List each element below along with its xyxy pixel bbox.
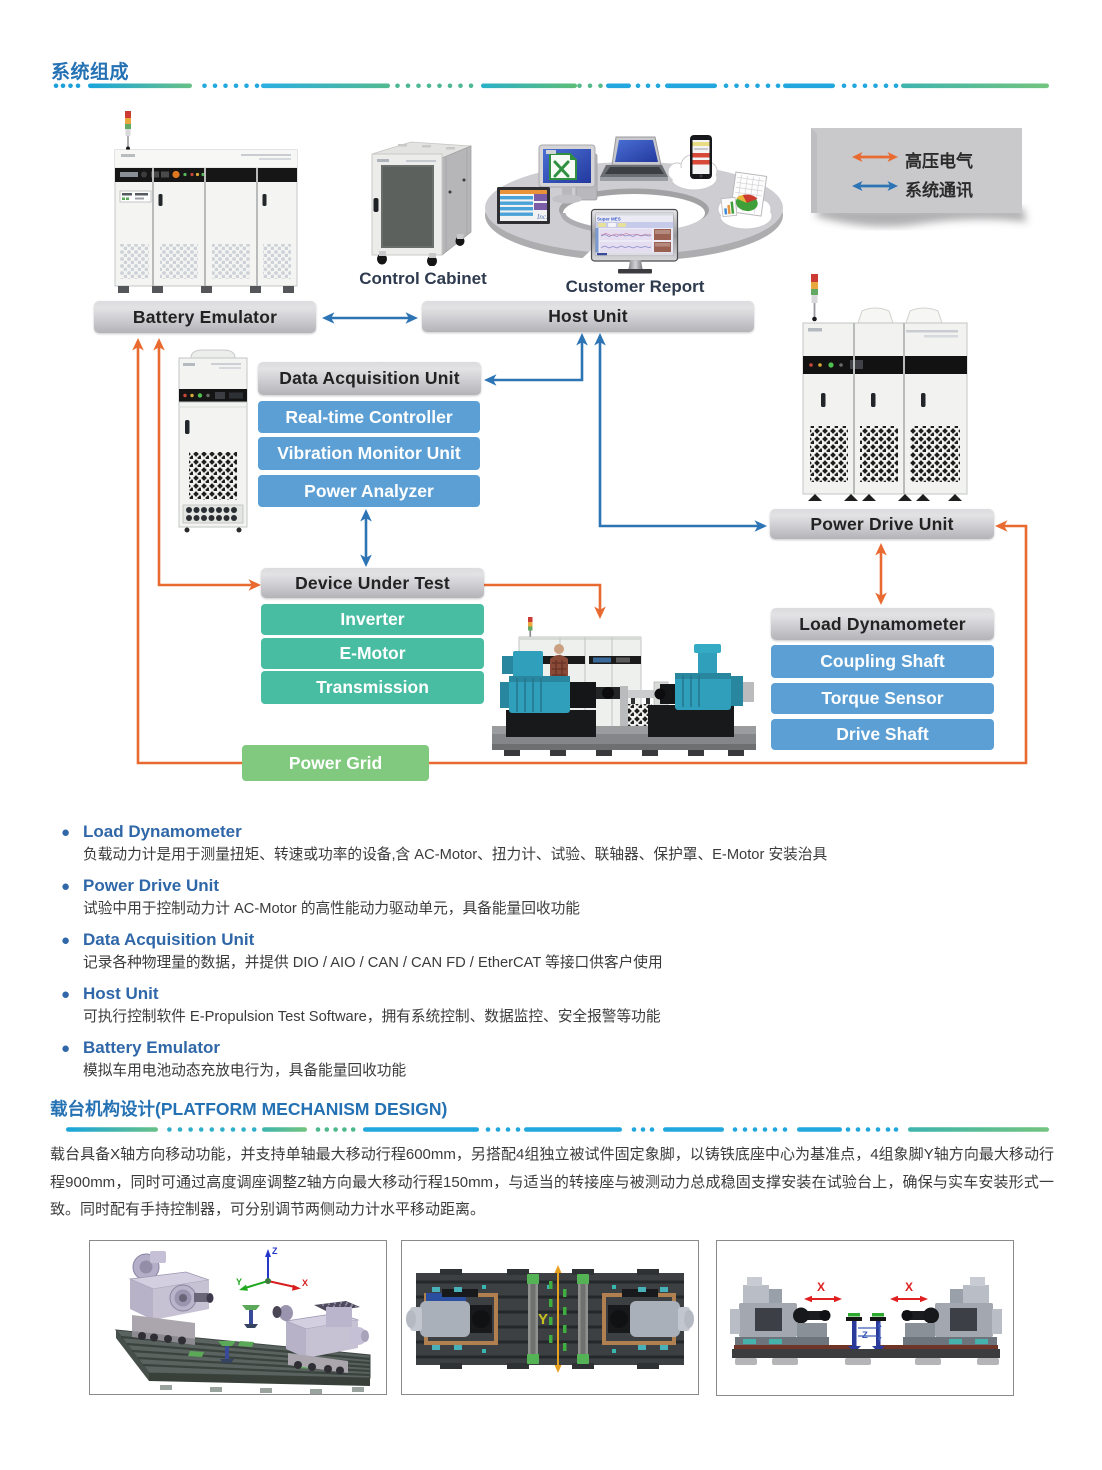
svg-text:X: X	[905, 1280, 913, 1294]
svg-text:Super MES: Super MES	[597, 217, 621, 222]
svg-text:Y: Y	[538, 1311, 548, 1328]
svg-text:Y: Y	[236, 1277, 242, 1287]
svg-text:Z: Z	[272, 1246, 278, 1256]
svg-text:Z: Z	[862, 1330, 868, 1341]
svg-text:Inc.: Inc.	[536, 213, 548, 221]
svg-text:X: X	[817, 1280, 825, 1294]
svg-text:X: X	[302, 1278, 308, 1288]
